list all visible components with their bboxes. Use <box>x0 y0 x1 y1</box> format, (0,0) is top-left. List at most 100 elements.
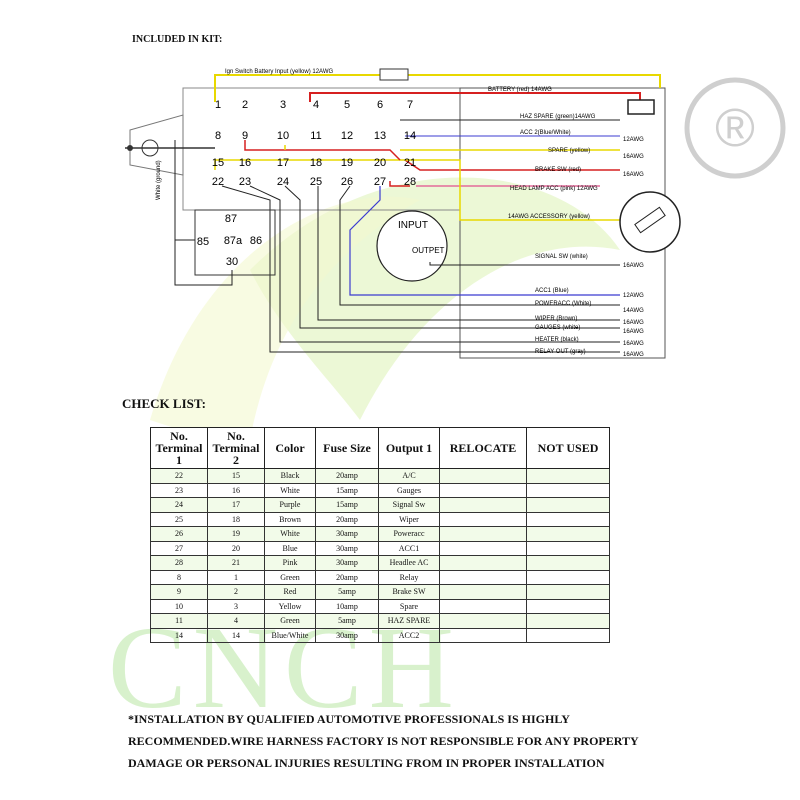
signal-wire <box>429 262 620 266</box>
table-cell: HAZ SPARE <box>378 613 440 629</box>
table-cell: 24 <box>150 497 208 513</box>
col-color: Color <box>264 427 316 469</box>
table-cell: ACC1 <box>378 540 440 556</box>
table-cell <box>439 627 527 643</box>
table-cell: Headlee AC <box>378 555 440 571</box>
wiring-diagram: Ign Switch Battery Input (yellow) 12AWG … <box>125 68 681 359</box>
table-cell <box>439 468 527 484</box>
table-cell: Red <box>264 584 316 600</box>
wire-gauge-13: 16AWG <box>623 352 644 358</box>
table-cell: 10 <box>150 598 208 614</box>
table-cell <box>439 511 527 527</box>
table-cell <box>526 555 610 571</box>
table-cell: White <box>264 482 316 498</box>
table-cell <box>526 468 610 484</box>
relay-terminal-label: 87 <box>225 213 237 225</box>
col-fuse-size: Fuse Size <box>315 427 379 469</box>
table-cell: Green <box>264 569 316 585</box>
table-cell: 22 <box>150 468 208 484</box>
table-cell <box>526 540 610 556</box>
note-line-2: RECOMMENDED.WIRE HARNESS FACTORY IS NOT … <box>128 734 639 748</box>
col-terminal1: No. Terminal 1 <box>150 427 208 469</box>
table-cell: 28 <box>150 555 208 571</box>
relay-terminal-label: 85 <box>197 236 209 248</box>
table-cell: Spare <box>378 598 440 614</box>
registered-mark: ® <box>715 98 755 158</box>
table-cell: Purple <box>264 497 316 513</box>
table-cell: 30amp <box>315 540 379 556</box>
wire-gauge-2: 12AWG <box>623 137 644 143</box>
wire-label-7: SIGNAL SW (white) <box>535 254 588 260</box>
table-cell: 4 <box>207 613 265 629</box>
terminal-label: 3 <box>280 99 286 111</box>
table-cell <box>526 613 610 629</box>
table-cell <box>526 627 610 643</box>
acc1-wire <box>349 186 620 296</box>
note-line-3: DAMAGE OR PERSONAL INJURIES RESULTING FR… <box>128 756 605 770</box>
wire-label-10: WIPER (Brown) <box>535 316 577 322</box>
table-cell <box>439 482 527 498</box>
table-cell: 27 <box>150 540 208 556</box>
terminal-label: 19 <box>341 157 353 169</box>
ignition-switch-icon <box>619 191 681 253</box>
battery-wire <box>309 92 641 105</box>
relay-terminal-label: 86 <box>250 235 262 247</box>
table-cell: Pink <box>264 555 316 571</box>
table-cell: 15amp <box>315 497 379 513</box>
table-cell: 23 <box>150 482 208 498</box>
table-cell: 25 <box>150 511 208 527</box>
col-not-used: NOT USED <box>526 427 610 469</box>
table-cell: 20amp <box>315 569 379 585</box>
ground-side-label: White (ground) <box>156 160 162 200</box>
table-cell: 26 <box>150 526 208 542</box>
table-cell: Signal Sw <box>378 497 440 513</box>
table-cell <box>439 526 527 542</box>
table-cell: Brake SW <box>378 584 440 600</box>
checklist-header-row: No. Terminal 1 No. Terminal 2 Color Fuse… <box>150 427 610 469</box>
terminal-label: 5 <box>344 99 350 111</box>
module-input-label: INPUT <box>398 220 428 231</box>
wire-label-8: ACC1 (Blue) <box>535 288 569 294</box>
checklist-title: CHECK LIST: <box>122 396 206 411</box>
wire-gauge-9: 14AWG <box>623 308 644 314</box>
table-cell: Yellow <box>264 598 316 614</box>
wire-gauge-11: 16AWG <box>623 329 644 335</box>
table-cell: 17 <box>207 497 265 513</box>
table-cell: White <box>264 526 316 542</box>
table-cell: 30amp <box>315 526 379 542</box>
gauges-wire <box>284 185 620 329</box>
relay-out-wire <box>221 185 620 353</box>
terminal-label: 8 <box>215 130 221 142</box>
table-cell <box>439 613 527 629</box>
accessory-wire <box>214 159 620 221</box>
relay-block <box>194 209 276 276</box>
terminal-label: 27 <box>374 176 386 188</box>
wire-label-0: BATTERY (red) 14AWG <box>488 87 552 93</box>
table-cell: ACC2 <box>378 627 440 643</box>
table-cell <box>439 555 527 571</box>
inner-pink-wire <box>389 181 410 187</box>
table-cell: Gauges <box>378 482 440 498</box>
table-cell: 19 <box>207 526 265 542</box>
table-cell: 10amp <box>315 598 379 614</box>
wire-label-3: SPARE (yellow) <box>548 148 590 154</box>
note-line-1: *INSTALLATION BY QUALIFIED AUTOMOTIVE PR… <box>128 712 570 726</box>
table-cell <box>439 497 527 513</box>
terminal-label: 7 <box>407 99 413 111</box>
table-cell: Blue <box>264 540 316 556</box>
table-cell: Brown <box>264 511 316 527</box>
table-cell <box>439 584 527 600</box>
table-cell <box>526 482 610 498</box>
table-cell <box>526 511 610 527</box>
wire-gauge-12: 16AWG <box>623 341 644 347</box>
ign-wire <box>214 74 661 102</box>
